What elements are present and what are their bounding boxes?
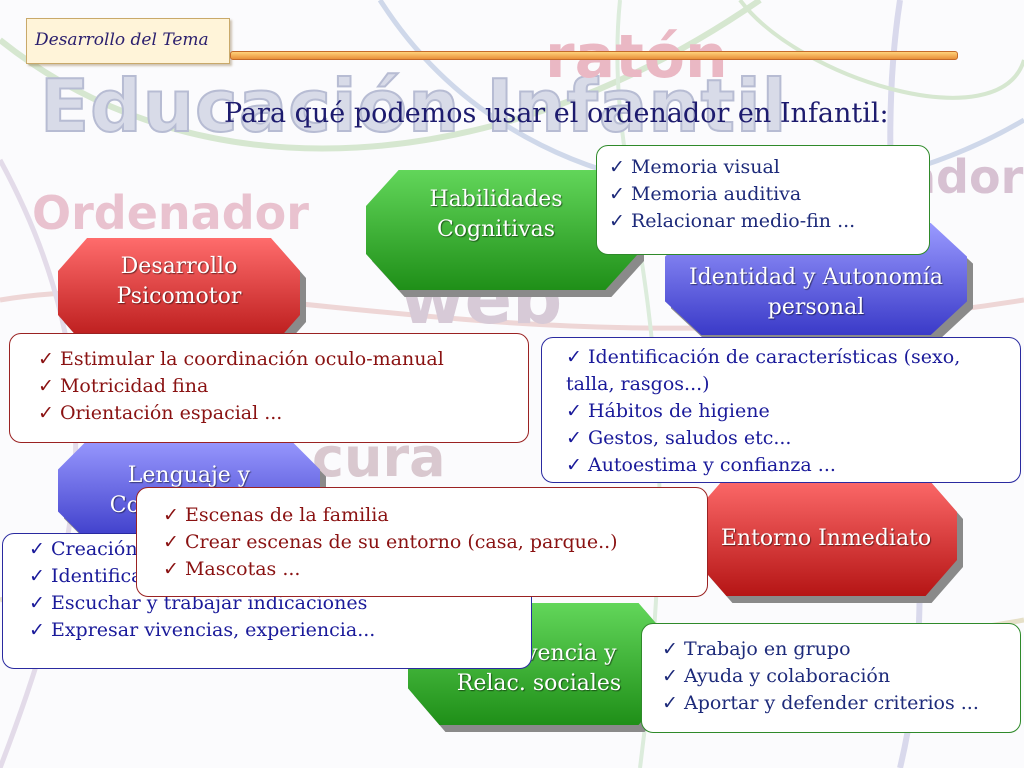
list-item: Hábitos de higiene bbox=[566, 398, 1010, 425]
list-item: Motricidad fina bbox=[38, 373, 516, 400]
list-item: Expresar vivencias, experiencia... bbox=[29, 617, 521, 644]
box-desarrollo-psicomotor: Estimular la coordinación oculo-manual M… bbox=[9, 333, 529, 443]
area-entorno-inmediato: Entorno Inmediato bbox=[695, 476, 957, 596]
list-item: Trabajo en grupo bbox=[662, 636, 1012, 663]
list-item: Escuchar y trabajar indicaciones bbox=[29, 590, 521, 617]
list-item: Relacionar medio-fin ... bbox=[609, 208, 917, 235]
area-habilidades-cognitivas: Habilidades Cognitivas bbox=[366, 170, 638, 290]
box-habilidades-cognitivas: Memoria visual Memoria auditiva Relacion… bbox=[596, 145, 930, 255]
box-identidad-autonomia: Identificación de características (sexo,… bbox=[541, 337, 1021, 483]
list-item: Crear escenas de su entorno (casa, parqu… bbox=[163, 529, 695, 556]
list-item: Memoria auditiva bbox=[609, 181, 917, 208]
area-label: Entorno Inmediato bbox=[720, 526, 932, 551]
list-item: Estimular la coordinación oculo-manual bbox=[38, 346, 516, 373]
area-desarrollo-psicomotor: Desarrollo Psicomotor bbox=[58, 238, 300, 348]
header-rule bbox=[230, 51, 958, 60]
list-item: Escenas de la familia bbox=[163, 502, 695, 529]
box-convivencia-relaciones: Trabajo en grupo Ayuda y colaboración Ap… bbox=[641, 623, 1021, 733]
list-item: Memoria visual bbox=[609, 154, 917, 181]
list-item: Identificación de características (sexo,… bbox=[566, 344, 1010, 398]
watermark-educacion-infantil: Educación Infantil bbox=[39, 63, 788, 149]
list-item: Aportar y defender criterios ... bbox=[662, 690, 1012, 717]
list-item: Orientación espacial ... bbox=[38, 400, 516, 427]
page-title: Para qué podemos usar el ordenador en In… bbox=[224, 98, 889, 129]
list-item: Autoestima y confianza ... bbox=[566, 452, 1010, 479]
box-entorno-inmediato: Escenas de la familia Crear escenas de s… bbox=[136, 487, 708, 597]
area-label: Identidad y Autonomía personal bbox=[688, 265, 944, 320]
list-item: Ayuda y colaboración bbox=[662, 663, 1012, 690]
area-label: Desarrollo Psicomotor bbox=[116, 254, 242, 309]
area-label: Habilidades Cognitivas bbox=[429, 187, 563, 242]
watermark-ordenador: Ordenador bbox=[32, 186, 309, 240]
list-item: Mascotas ... bbox=[163, 556, 695, 583]
list-item: Gestos, saludos etc... bbox=[566, 425, 1010, 452]
section-tag: Desarrollo del Tema bbox=[26, 18, 230, 64]
